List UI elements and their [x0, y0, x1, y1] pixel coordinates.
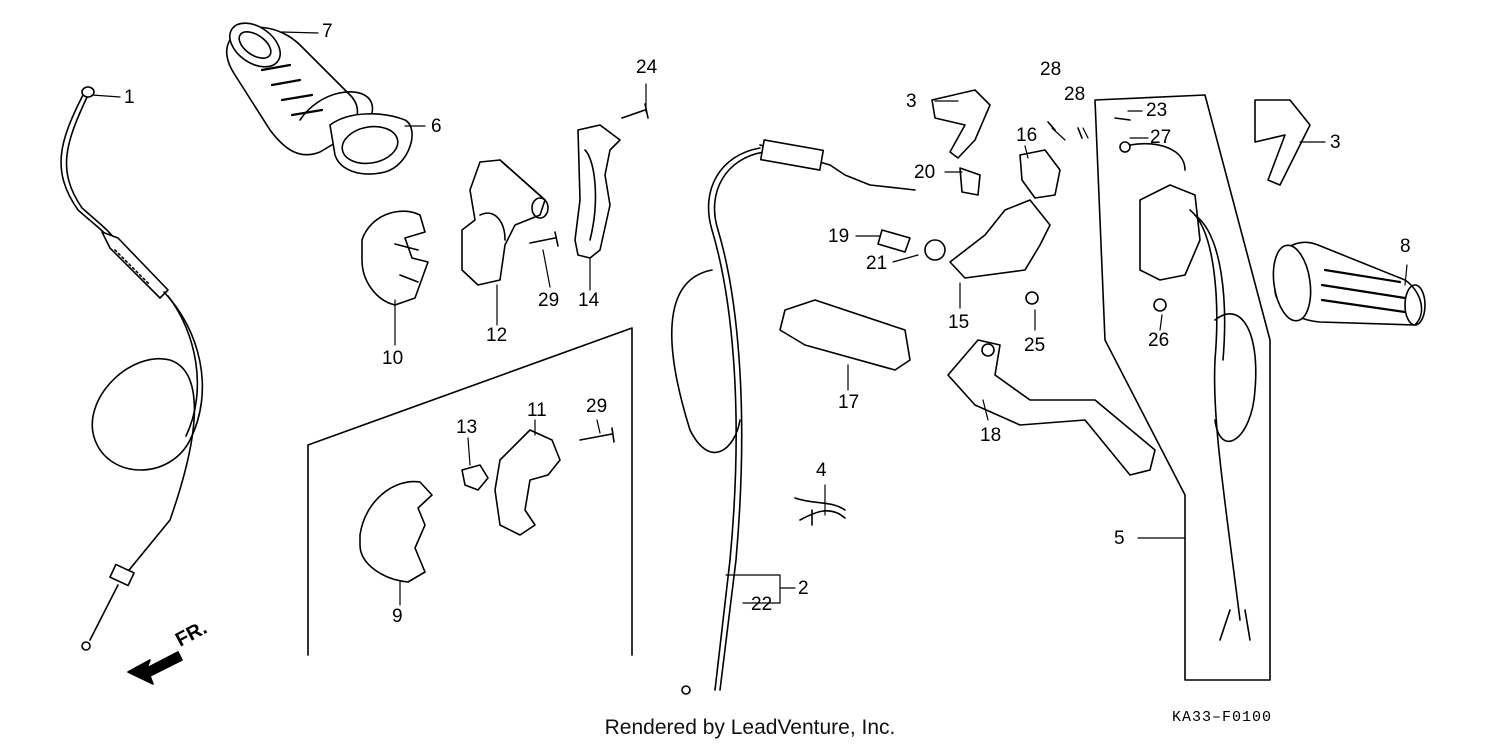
- callout-25: 25: [1024, 335, 1046, 356]
- callout-14: 14: [578, 290, 600, 311]
- nut-25: [1025, 291, 1039, 305]
- callout-10: 10: [382, 348, 404, 369]
- clutch-cable: [671, 139, 916, 695]
- callout-29-upper: 29: [538, 290, 560, 311]
- callout-26: 26: [1148, 330, 1170, 351]
- callout-20: 20: [914, 162, 936, 183]
- rendered-by-credit: Rendered by LeadVenture, Inc.: [604, 716, 896, 739]
- washer-27: [1119, 141, 1131, 153]
- callout-2: 2: [798, 578, 809, 599]
- throttle-housing-12: [461, 159, 549, 286]
- callout-12: 12: [486, 325, 508, 346]
- housing-half-9: [359, 480, 433, 583]
- ground-wire: [1129, 143, 1186, 171]
- callout-7: 7: [322, 21, 333, 42]
- nut-21: [924, 239, 946, 261]
- throttle-grip: [225, 22, 413, 175]
- plug-20: [959, 167, 981, 196]
- callout-24: 24: [636, 57, 658, 78]
- adjuster-19: [877, 229, 911, 253]
- strap-3-right: [1254, 99, 1311, 186]
- callout-3-left: 3: [906, 91, 917, 112]
- callout-3-right: 3: [1330, 132, 1341, 153]
- screw-23: [1114, 117, 1131, 121]
- lever-bracket-15: [949, 199, 1051, 279]
- clutch-lever-18: [947, 339, 1156, 476]
- callout-11: 11: [527, 400, 547, 421]
- callout-8: 8: [1400, 236, 1411, 257]
- kill-switch-5: [1139, 184, 1257, 641]
- cover-14: [574, 124, 621, 259]
- screw-29-upper: [529, 231, 559, 247]
- leader-lines: [91, 31, 1408, 606]
- cable-joint-13: [461, 464, 489, 491]
- callout-19: 19: [828, 226, 850, 247]
- callout-17: 17: [838, 392, 860, 413]
- front-arrow: [127, 651, 183, 685]
- screw-29-lower: [579, 427, 615, 443]
- switch-group-outline: [1094, 94, 1271, 681]
- callout-5: 5: [1114, 528, 1125, 549]
- callout-18: 18: [980, 425, 1002, 446]
- callout-1: 1: [124, 87, 135, 108]
- callout-9: 9: [392, 606, 403, 627]
- callout-6: 6: [431, 116, 442, 137]
- callout-29-lower: 29: [586, 396, 608, 417]
- wire-clip-4: [794, 497, 846, 526]
- left-grip-8: [1272, 241, 1426, 326]
- lower-group-outline: [307, 327, 633, 656]
- callout-13: 13: [456, 417, 478, 438]
- callout-4: 4: [816, 460, 827, 481]
- housing-11: [494, 429, 561, 536]
- screws-28: [1047, 121, 1083, 139]
- callout-28-a: 28: [1040, 59, 1062, 80]
- housing-half-10: [361, 210, 429, 306]
- diagram-code: KA33–F0100: [1172, 709, 1273, 726]
- callout-22: 22: [751, 594, 773, 615]
- screw-24: [621, 103, 649, 119]
- callout-15: 15: [948, 312, 970, 333]
- callout-21: 21: [866, 253, 888, 274]
- clamp-16: [1019, 149, 1061, 199]
- nut-26: [1153, 298, 1167, 312]
- callout-28-b: 28: [1064, 84, 1086, 105]
- callout-27: 27: [1150, 127, 1172, 148]
- callout-16: 16: [1016, 125, 1038, 146]
- lever-boot-17: [779, 299, 911, 371]
- callout-23: 23: [1146, 100, 1168, 121]
- strap-3-left: [931, 89, 991, 159]
- throttle-cable: [60, 86, 204, 651]
